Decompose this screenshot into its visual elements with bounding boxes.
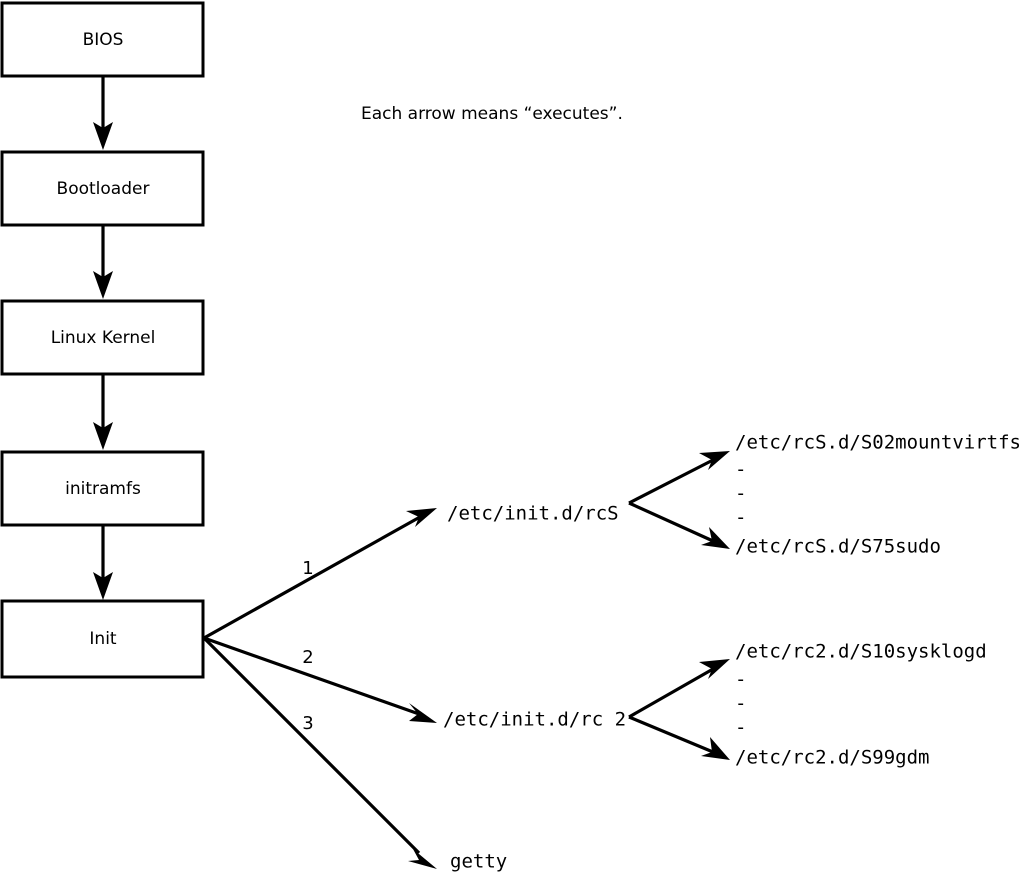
arrow-initramfs-to-init xyxy=(93,525,113,600)
node-bios[interactable]: BIOS xyxy=(0,1,205,78)
label-rcs-script-last: /etc/rcS.d/S75sudo xyxy=(735,536,941,558)
arrow-init-branch-3 xyxy=(202,636,437,869)
label-getty: getty xyxy=(450,851,507,873)
label-rc2-script-last: /etc/rc2.d/S99gdm xyxy=(735,747,929,769)
label-rc2-script-first: /etc/rc2.d/S10sysklogd xyxy=(735,641,987,663)
arrow-head-icon xyxy=(701,527,730,549)
fork-rc2-lower xyxy=(628,715,730,760)
node-linux-kernel-box xyxy=(0,299,205,376)
arrow-kernel-to-initramfs xyxy=(93,374,113,450)
arrow-head-icon xyxy=(408,849,437,869)
branch-number-1: 1 xyxy=(302,558,313,579)
arrow-bios-to-bootloader xyxy=(93,76,113,150)
node-bootloader-box xyxy=(0,150,205,227)
label-rc2-ellipsis-2: - xyxy=(735,693,746,715)
arrow-init-branch-2 xyxy=(203,636,437,723)
label-rc2-ellipsis-3: - xyxy=(735,717,746,739)
branch-number-3: 3 xyxy=(302,713,313,734)
diagram-caption: Each arrow means “executes”. xyxy=(361,104,623,124)
label-rcs-ellipsis-2: - xyxy=(735,483,746,505)
node-bootloader-label: Bootloader xyxy=(57,179,150,199)
arrow-head-icon xyxy=(409,703,437,723)
label-etc-init-d-rc-2: /etc/init.d/rc 2 xyxy=(443,709,626,731)
fork-rcs-upper xyxy=(628,451,730,505)
arrow-bootloader-to-kernel xyxy=(93,225,113,299)
arrow-head-icon xyxy=(406,508,437,527)
arrow-init-branch-1 xyxy=(203,508,437,640)
label-etc-init-d-rcs: /etc/init.d/rcS xyxy=(447,503,619,525)
node-initramfs-label: initramfs xyxy=(65,479,141,499)
node-linux-kernel[interactable]: Linux Kernel xyxy=(0,299,205,376)
node-bios-box xyxy=(0,1,205,78)
label-rcs-script-first: /etc/rcS.d/S02mountvirtfs xyxy=(735,432,1021,454)
fork-rc2-upper xyxy=(628,659,730,719)
node-bios-label: BIOS xyxy=(83,30,124,50)
branch-number-2: 2 xyxy=(302,647,313,668)
label-rcs-ellipsis-3: - xyxy=(735,507,746,529)
node-linux-kernel-label: Linux Kernel xyxy=(51,328,156,348)
arrow-head-icon xyxy=(699,659,730,679)
arrow-head-icon xyxy=(93,271,113,299)
label-rcs-ellipsis-1: - xyxy=(735,459,746,481)
arrow-head-icon xyxy=(93,572,113,600)
node-initramfs[interactable]: initramfs xyxy=(0,450,205,527)
arrow-head-icon xyxy=(699,451,730,470)
node-init[interactable]: Init xyxy=(0,599,205,679)
arrow-head-icon xyxy=(93,122,113,150)
node-init-label: Init xyxy=(89,629,117,649)
arrow-head-icon xyxy=(93,422,113,450)
node-bootloader[interactable]: Bootloader xyxy=(0,150,205,227)
fork-rcs-lower xyxy=(628,501,730,549)
arrow-head-icon xyxy=(701,737,730,760)
label-rc2-ellipsis-1: - xyxy=(735,669,746,691)
